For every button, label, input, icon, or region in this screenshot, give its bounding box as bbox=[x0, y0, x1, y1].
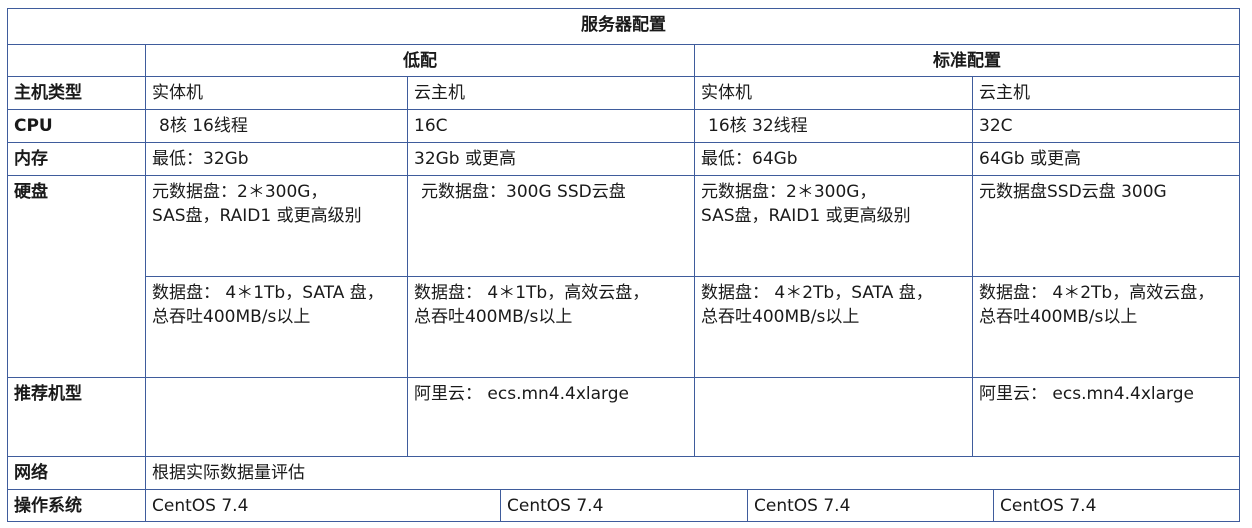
disk-meta-std-physical: 元数据盘：2＊300G， SAS盘，RAID1 或更高级别 bbox=[694, 175, 973, 277]
disk-data-line: 数据盘： 4＊2Tb，SATA 盘， bbox=[701, 283, 933, 303]
label-network: 网络 bbox=[7, 456, 146, 490]
label-host-type: 主机类型 bbox=[7, 76, 146, 110]
header-empty-cell bbox=[7, 44, 146, 77]
host-type-std-physical: 实体机 bbox=[694, 76, 973, 110]
host-type-std-cloud: 云主机 bbox=[972, 76, 1240, 110]
disk-data-std-cloud: 数据盘： 4＊2Tb，高效云盘， 总吞吐400MB/s以上 bbox=[972, 276, 1240, 378]
disk-meta-low-physical: 元数据盘：2＊300G， SAS盘，RAID1 或更高级别 bbox=[145, 175, 408, 277]
disk-data-line: 数据盘： 4＊1Tb，高效云盘， bbox=[414, 283, 650, 303]
disk-data-line: 数据盘： 4＊1Tb，SATA 盘， bbox=[152, 283, 384, 303]
recommended-low-cloud: 阿里云： ecs.mn4.4xlarge bbox=[407, 377, 695, 457]
os-value-1: CentOS 7.4 bbox=[145, 489, 501, 522]
memory-low-physical: 最低：32Gb bbox=[145, 142, 408, 176]
disk-data-line: 总吞吐400MB/s以上 bbox=[979, 307, 1138, 327]
recommended-std-physical bbox=[694, 377, 973, 457]
disk-data-line: 总吞吐400MB/s以上 bbox=[152, 307, 311, 327]
cpu-low-physical: 8核 16线程 bbox=[145, 109, 408, 143]
disk-meta-line: 元数据盘SSD云盘 300G bbox=[979, 182, 1167, 202]
label-memory: 内存 bbox=[7, 142, 146, 176]
disk-meta-line: 元数据盘：2＊300G， bbox=[152, 182, 328, 202]
cpu-std-physical: 16核 32线程 bbox=[694, 109, 973, 143]
label-disk: 硬盘 bbox=[7, 175, 146, 378]
disk-meta-line: 元数据盘：2＊300G， bbox=[701, 182, 877, 202]
disk-meta-line: SAS盘，RAID1 或更高级别 bbox=[152, 206, 362, 226]
disk-meta-line: 元数据盘：300G SSD云盘 bbox=[421, 182, 626, 202]
disk-meta-low-cloud: 元数据盘：300G SSD云盘 bbox=[407, 175, 695, 277]
memory-low-cloud: 32Gb 或更高 bbox=[407, 142, 695, 176]
os-value-3: CentOS 7.4 bbox=[747, 489, 994, 522]
os-value-4: CentOS 7.4 bbox=[993, 489, 1240, 522]
server-config-table-wrapper: 服务器配置 低配 标准配置 主机类型 实体机 云主机 实体机 云主机 CPU 8… bbox=[7, 8, 1240, 522]
memory-std-cloud: 64Gb 或更高 bbox=[972, 142, 1240, 176]
server-config-table: 服务器配置 低配 标准配置 主机类型 实体机 云主机 实体机 云主机 CPU 8… bbox=[7, 8, 1240, 522]
disk-data-line: 数据盘： 4＊2Tb，高效云盘， bbox=[979, 283, 1215, 303]
label-cpu: CPU bbox=[7, 109, 146, 143]
disk-data-low-physical: 数据盘： 4＊1Tb，SATA 盘， 总吞吐400MB/s以上 bbox=[145, 276, 408, 378]
cpu-low-cloud: 16C bbox=[407, 109, 695, 143]
disk-data-low-cloud: 数据盘： 4＊1Tb，高效云盘， 总吞吐400MB/s以上 bbox=[407, 276, 695, 378]
disk-meta-line: SAS盘，RAID1 或更高级别 bbox=[701, 206, 911, 226]
label-os: 操作系统 bbox=[7, 489, 146, 522]
cpu-std-cloud: 32C bbox=[972, 109, 1240, 143]
network-value: 根据实际数据量评估 bbox=[145, 456, 1240, 490]
os-value-2: CentOS 7.4 bbox=[500, 489, 748, 522]
memory-std-physical: 最低：64Gb bbox=[694, 142, 973, 176]
group-header-standard: 标准配置 bbox=[694, 44, 1240, 77]
table-title: 服务器配置 bbox=[7, 8, 1240, 45]
recommended-low-physical bbox=[145, 377, 408, 457]
recommended-std-cloud: 阿里云： ecs.mn4.4xlarge bbox=[972, 377, 1240, 457]
disk-data-std-physical: 数据盘： 4＊2Tb，SATA 盘， 总吞吐400MB/s以上 bbox=[694, 276, 973, 378]
disk-data-line: 总吞吐400MB/s以上 bbox=[414, 307, 573, 327]
disk-data-line: 总吞吐400MB/s以上 bbox=[701, 307, 860, 327]
group-header-low: 低配 bbox=[145, 44, 695, 77]
host-type-low-cloud: 云主机 bbox=[407, 76, 695, 110]
disk-meta-std-cloud: 元数据盘SSD云盘 300G bbox=[972, 175, 1240, 277]
label-recommended: 推荐机型 bbox=[7, 377, 146, 457]
host-type-low-physical: 实体机 bbox=[145, 76, 408, 110]
